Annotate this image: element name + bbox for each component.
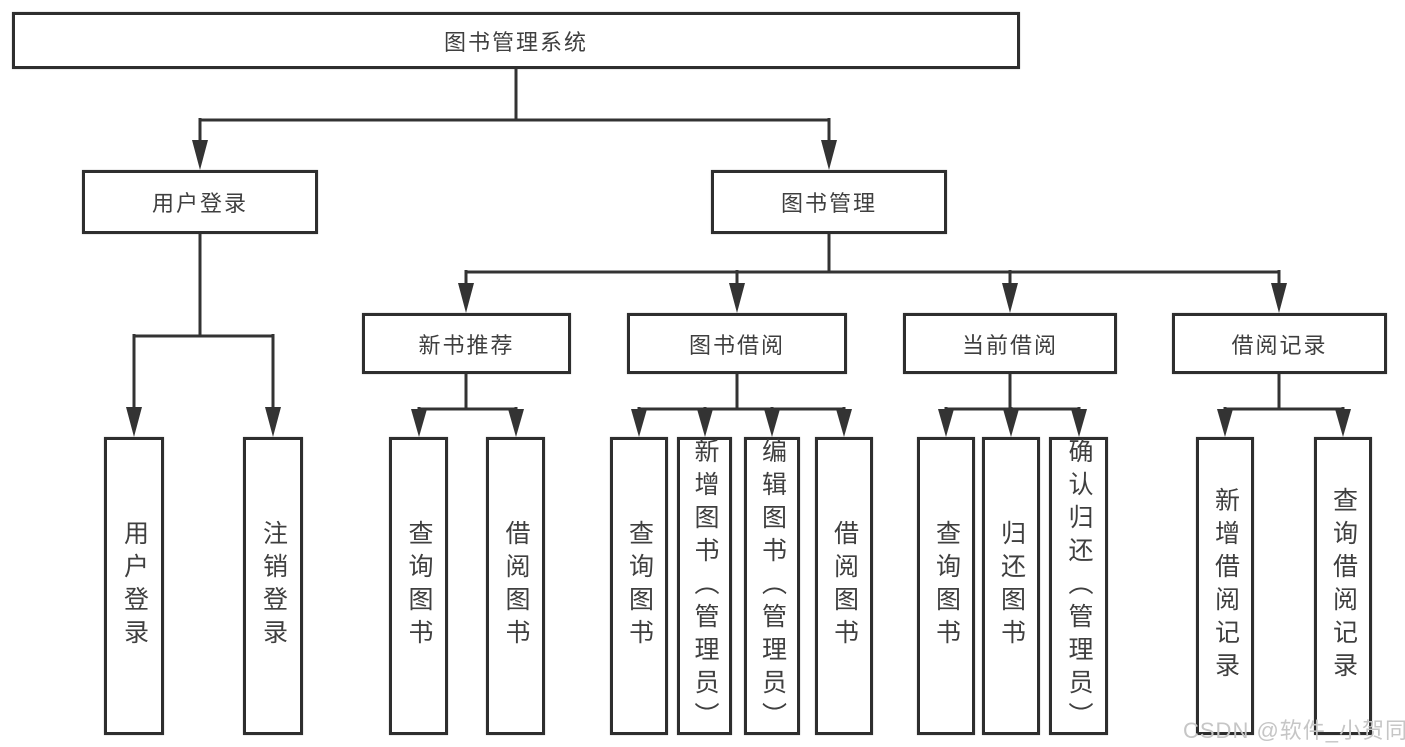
node-label: 查询图书	[405, 520, 433, 652]
leaf-edit-book-admin: 编辑图书（管理员）	[744, 437, 800, 735]
node-new-book-recommendation: 新书推荐	[362, 313, 571, 374]
node-label: 当前借阅	[961, 332, 1058, 358]
leaf-user-login: 用户登录	[104, 437, 164, 735]
node-label: 注销登录	[259, 520, 288, 652]
node-label: 新增图书（管理员）	[691, 437, 719, 735]
node-label: 借阅记录	[1231, 332, 1328, 358]
node-user-login: 用户登录	[82, 170, 318, 234]
node-label: 借阅图书	[502, 520, 530, 652]
node-current-borrowing: 当前借阅	[903, 313, 1117, 374]
connector-book-borrow-children	[631, 372, 852, 437]
leaf-query-book-borrow: 查询图书	[610, 437, 668, 735]
node-label: 编辑图书（管理员）	[758, 437, 787, 735]
connector-book-mgmt-to-level3	[458, 231, 1287, 313]
node-label: 新书推荐	[418, 332, 515, 358]
node-borrowing-records: 借阅记录	[1172, 313, 1387, 374]
node-label: 借阅图书	[830, 520, 859, 652]
leaf-logout: 注销登录	[243, 437, 303, 735]
leaf-query-book-current: 查询图书	[917, 437, 975, 735]
node-label: 确认归还（管理员）	[1065, 437, 1093, 735]
node-label: 图书管理	[780, 191, 877, 216]
node-label: 用户登录	[151, 191, 248, 216]
node-label: 归还图书	[997, 520, 1026, 652]
connector-borrow-record-children	[1217, 372, 1351, 437]
leaf-borrow-book-recommend: 借阅图书	[486, 437, 545, 735]
node-label: 用户登录	[120, 520, 149, 652]
connector-user-login-children	[126, 231, 281, 437]
leaf-confirm-return-admin: 确认归还（管理员）	[1049, 437, 1108, 735]
node-label: 图书借阅	[688, 332, 785, 358]
connector-current-borrow-children	[938, 372, 1087, 437]
node-library-management-system: 图书管理系统	[12, 12, 1020, 69]
node-label: 查询图书	[932, 520, 961, 652]
leaf-query-book-recommend: 查询图书	[389, 437, 448, 735]
node-book-management: 图书管理	[711, 170, 947, 234]
leaf-add-book-admin: 新增图书（管理员）	[677, 437, 732, 735]
node-label: 查询借阅记录	[1329, 487, 1358, 685]
connector-new-book-children	[411, 372, 524, 437]
node-label: 图书管理系统	[443, 29, 588, 55]
node-book-borrowing: 图书借阅	[627, 313, 847, 374]
node-label: 新增借阅记录	[1211, 487, 1240, 685]
connector-root-to-level2	[192, 66, 837, 170]
leaf-add-borrow-record: 新增借阅记录	[1196, 437, 1254, 735]
leaf-return-book: 归还图书	[982, 437, 1040, 735]
leaf-borrow-book: 借阅图书	[815, 437, 873, 735]
node-label: 查询图书	[625, 520, 654, 652]
csdn-watermark: CSDN @软件_小贺同学	[1183, 718, 1405, 743]
leaf-query-borrow-record: 查询借阅记录	[1314, 437, 1372, 735]
